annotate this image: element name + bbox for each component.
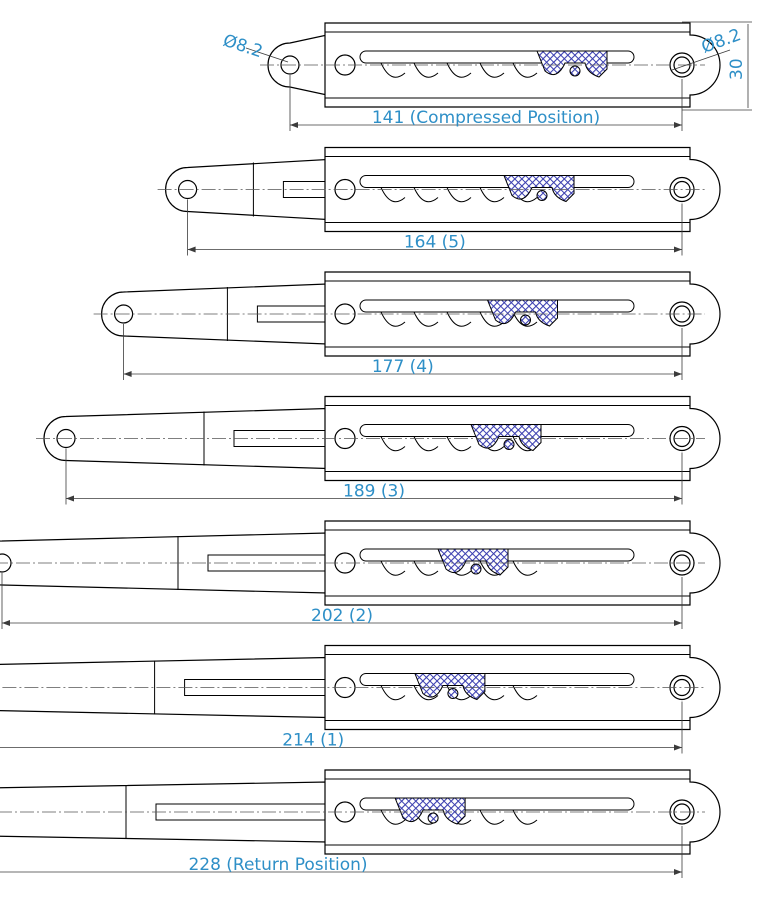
guide-slot	[359, 797, 635, 811]
strut-position-6: 214 (1)	[0, 644, 721, 754]
detent-notch	[446, 311, 472, 327]
detent-notch	[380, 560, 406, 576]
slider-pin	[536, 190, 548, 201]
left-diameter-label: Ø8.2	[220, 31, 265, 63]
length-label: 202 (2)	[311, 606, 373, 626]
guide-slot	[359, 50, 635, 64]
detent-notch	[512, 311, 538, 327]
detent-notch	[380, 187, 406, 203]
detent-notch	[380, 809, 406, 825]
detent-notch	[413, 187, 439, 203]
clevis-rod	[267, 34, 328, 96]
housing-body	[324, 644, 721, 731]
detent-notch	[413, 436, 439, 452]
detent-notch	[446, 436, 472, 452]
locking-slider	[503, 175, 575, 203]
locking-slider	[414, 673, 486, 701]
detent-notch	[512, 809, 538, 825]
detent-notch	[512, 560, 538, 576]
strut-position-4: 189 (3)	[36, 395, 721, 505]
slider-pin	[569, 65, 581, 77]
detent-notch	[446, 62, 472, 78]
locking-slider	[394, 797, 466, 825]
detent-notch	[380, 685, 406, 701]
detent-notch	[380, 62, 406, 78]
slider-pin	[470, 563, 482, 575]
locking-slider	[536, 50, 608, 78]
length-label: 214 (1)	[282, 731, 344, 751]
detent-notch	[380, 436, 406, 452]
housing-body	[324, 22, 721, 108]
length-label: 164 (5)	[404, 233, 466, 253]
slider-pin	[520, 314, 531, 326]
detent-notch	[446, 187, 472, 203]
detent-notch	[380, 311, 406, 327]
slider-pin	[427, 812, 439, 824]
strut-position-3: 177 (4)	[93, 271, 721, 380]
detent-notch	[512, 62, 538, 78]
locking-slider	[437, 548, 509, 576]
detent-notch	[413, 685, 439, 701]
detent-notch	[479, 62, 505, 78]
detent-notch	[512, 685, 538, 701]
length-label: 189 (3)	[343, 482, 405, 502]
strut-position-2: 164 (5)	[157, 146, 721, 256]
length-label: 177 (4)	[372, 357, 434, 377]
locking-slider	[470, 424, 542, 452]
detent-notch	[446, 685, 472, 701]
locking-slider	[486, 299, 558, 327]
length-label: 141 (Compressed Position)	[372, 108, 600, 128]
strut-position-5: 202 (2)	[0, 520, 721, 629]
housing-hole	[334, 303, 356, 325]
height-dimension-label: 30	[727, 58, 747, 80]
detent-notch	[413, 62, 439, 78]
detent-notch	[413, 560, 439, 576]
strut-position-7: 228 (Return Position)	[0, 769, 721, 878]
detent-notch	[413, 311, 439, 327]
guide-slot	[359, 673, 635, 686]
length-label: 228 (Return Position)	[188, 855, 367, 875]
strut-position-1: 141 (Compressed Position)	[260, 22, 721, 131]
slider-pin	[447, 688, 459, 699]
detent-notch	[479, 187, 505, 203]
guide-slot	[359, 175, 635, 188]
detent-notch	[479, 809, 505, 825]
slider-pin	[503, 439, 515, 450]
